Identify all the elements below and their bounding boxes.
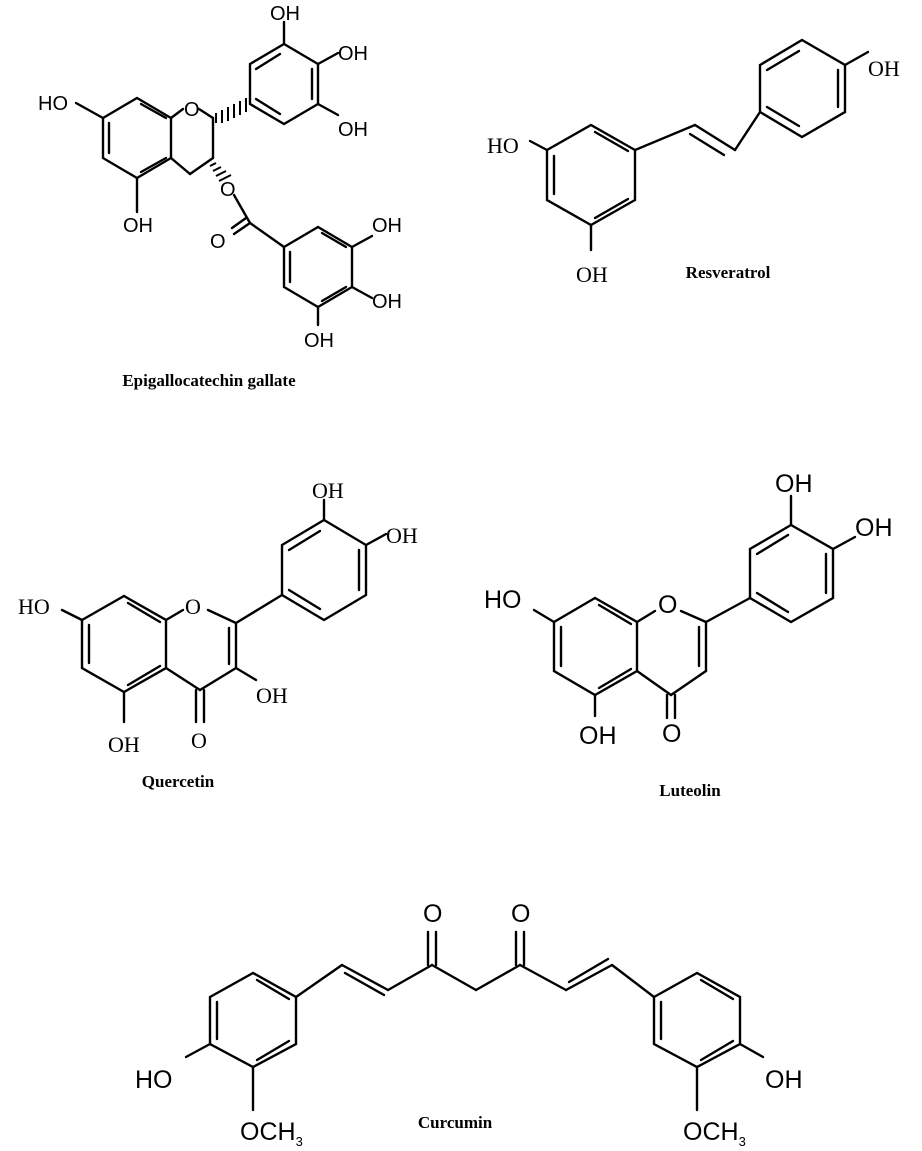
quercetin-structure: OH OH HO O OH O OH Quercetin: [18, 478, 418, 791]
egcg-caption: Epigallocatechin gallate: [122, 371, 296, 390]
luteolin-oh-label: OH: [855, 514, 893, 542]
resveratrol-caption: Resveratrol: [686, 263, 771, 282]
curcumin-caption: Curcumin: [418, 1113, 493, 1132]
resveratrol-structure: OH HO OH Resveratrol: [487, 38, 900, 287]
luteolin-carbonyl-oxygen: O: [662, 720, 681, 748]
egcg-oh-label: OH: [304, 330, 334, 352]
egcg-oh-label: OH: [338, 119, 368, 141]
egcg-ring-oxygen: O: [184, 99, 200, 121]
quercetin-carbonyl-oxygen: O: [191, 728, 207, 753]
luteolin-oh-label: OH: [579, 722, 617, 750]
resveratrol-ho-label: HO: [487, 133, 519, 158]
luteolin-structure: OH OH HO O OH O Luteolin: [484, 470, 893, 800]
quercetin-ring-oxygen: O: [185, 594, 201, 619]
curcumin-structure: O O HO OH OCH3 OCH3 Curcumin: [135, 900, 803, 1149]
resveratrol-oh-label: OH: [576, 262, 608, 287]
quercetin-oh-label: OH: [108, 732, 140, 757]
quercetin-oh-label: OH: [312, 478, 344, 503]
egcg-oh-label: OH: [270, 3, 300, 25]
resveratrol-oh-label: OH: [868, 56, 900, 81]
curcumin-carbonyl-oxygen: O: [511, 900, 530, 928]
curcumin-methoxy-label: OCH3: [683, 1118, 746, 1149]
egcg-oh-label: OH: [338, 43, 368, 65]
curcumin-ho-label: HO: [135, 1066, 173, 1094]
luteolin-oh-label: OH: [775, 470, 813, 498]
quercetin-ho-label: HO: [18, 594, 50, 619]
egcg-oh-label: OH: [123, 215, 153, 237]
egcg-oh-label: OH: [372, 291, 402, 313]
curcumin-oh-label: OH: [765, 1066, 803, 1094]
quercetin-oh-label: OH: [386, 523, 418, 548]
egcg-ester-oxygen: O: [220, 179, 236, 201]
luteolin-ho-label: HO: [484, 586, 522, 614]
curcumin-methoxy-label: OCH3: [240, 1118, 303, 1149]
luteolin-caption: Luteolin: [659, 781, 721, 800]
egcg-carbonyl-oxygen: O: [210, 231, 226, 253]
quercetin-caption: Quercetin: [142, 772, 215, 791]
egcg-structure: OH OH OH HO O OH O O OH OH OH Epigalloca…: [38, 3, 402, 390]
luteolin-ring-oxygen: O: [658, 591, 677, 619]
curcumin-carbonyl-oxygen: O: [423, 900, 442, 928]
egcg-ho-label: HO: [38, 93, 68, 115]
egcg-oh-label: OH: [372, 215, 402, 237]
quercetin-oh-label: OH: [256, 683, 288, 708]
